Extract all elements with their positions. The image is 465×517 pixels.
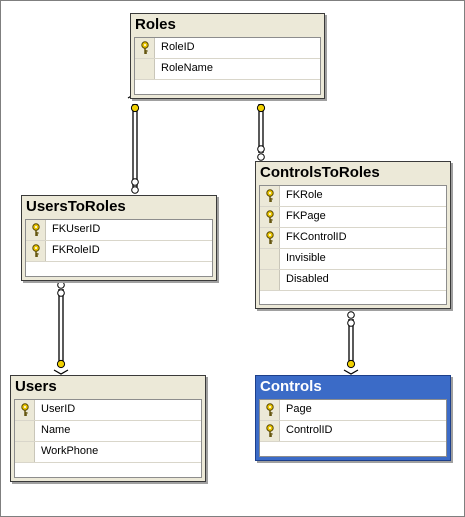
primary-key-icon bbox=[260, 421, 280, 441]
column-name: Name bbox=[41, 424, 71, 436]
column-row-empty[interactable] bbox=[260, 442, 446, 456]
column-row-empty[interactable] bbox=[260, 291, 446, 304]
column-list: UserID Name WorkPhone bbox=[14, 399, 202, 478]
column-list: FKUserID FKRoleID bbox=[25, 219, 213, 277]
column-name-empty bbox=[154, 80, 160, 94]
column-row[interactable]: WorkPhone bbox=[15, 442, 201, 463]
relationship-roles-controlstoroles[interactable] bbox=[253, 93, 269, 161]
column-name: FKRoleID bbox=[52, 244, 100, 256]
primary-key-icon bbox=[135, 38, 155, 58]
column-row-empty[interactable] bbox=[26, 262, 212, 276]
column-row[interactable]: FKUserID bbox=[26, 220, 212, 241]
column-name: UserID bbox=[41, 403, 76, 415]
primary-key-icon bbox=[15, 400, 35, 420]
column-name: FKUserID bbox=[52, 223, 101, 235]
column-name: FKRole bbox=[286, 189, 323, 201]
column-list: FKRole FKPage FKControlID Invisible Disa… bbox=[259, 185, 447, 305]
table-controls[interactable]: Controls Page ControlID bbox=[255, 375, 451, 461]
relationship-roles-userstoroles[interactable] bbox=[127, 93, 143, 194]
primary-key-icon bbox=[26, 220, 46, 240]
primary-key-icon bbox=[260, 186, 280, 206]
table-title[interactable]: UsersToRoles bbox=[26, 198, 126, 215]
column-row[interactable]: Name bbox=[15, 421, 201, 442]
table-title[interactable]: ControlsToRoles bbox=[260, 164, 380, 181]
row-selector bbox=[15, 442, 35, 462]
column-row[interactable]: FKRoleID bbox=[26, 241, 212, 262]
row-selector bbox=[260, 442, 279, 456]
row-selector bbox=[15, 463, 34, 477]
primary-key-icon bbox=[260, 207, 280, 227]
column-name: Disabled bbox=[286, 273, 329, 285]
row-selector bbox=[260, 270, 280, 290]
relationship-controlstoroles-controls[interactable] bbox=[343, 311, 359, 375]
row-selector bbox=[260, 291, 279, 304]
column-row[interactable]: Page bbox=[260, 400, 446, 421]
column-row[interactable]: UserID bbox=[15, 400, 201, 421]
primary-key-icon bbox=[260, 400, 280, 420]
column-name-empty bbox=[279, 291, 285, 304]
table-controlstoroles[interactable]: ControlsToRoles FKRole FKPage FKControlI… bbox=[255, 161, 451, 309]
row-selector bbox=[260, 249, 280, 269]
column-name-empty bbox=[34, 463, 40, 477]
table-userstoroles[interactable]: UsersToRoles FKUserID FKRoleID bbox=[21, 195, 217, 281]
table-users[interactable]: Users UserID Name WorkPhone bbox=[10, 375, 206, 482]
column-name: RoleName bbox=[161, 62, 213, 74]
column-name: RoleID bbox=[161, 41, 195, 53]
table-roles[interactable]: Roles RoleID RoleName bbox=[130, 13, 325, 99]
row-selector bbox=[26, 262, 45, 276]
column-row[interactable]: FKPage bbox=[260, 207, 446, 228]
column-name: FKControlID bbox=[286, 231, 347, 243]
column-list: RoleID RoleName bbox=[134, 37, 321, 95]
relationship-userstoroles-users[interactable] bbox=[53, 281, 69, 375]
column-name: WorkPhone bbox=[41, 445, 99, 457]
column-row[interactable]: FKRole bbox=[260, 186, 446, 207]
column-row[interactable]: Invisible bbox=[260, 249, 446, 270]
row-selector bbox=[135, 59, 155, 79]
column-name-empty bbox=[279, 442, 285, 456]
column-name: ControlID bbox=[286, 424, 333, 436]
column-row-empty[interactable] bbox=[135, 80, 320, 94]
column-row[interactable]: FKControlID bbox=[260, 228, 446, 249]
row-selector bbox=[135, 80, 154, 94]
primary-key-icon bbox=[260, 228, 280, 248]
column-name: Page bbox=[286, 403, 312, 415]
table-title[interactable]: Roles bbox=[135, 16, 176, 33]
table-title[interactable]: Users bbox=[15, 378, 57, 395]
column-row[interactable]: RoleName bbox=[135, 59, 320, 80]
column-list: Page ControlID bbox=[259, 399, 447, 457]
column-row[interactable]: RoleID bbox=[135, 38, 320, 59]
column-name: Invisible bbox=[286, 252, 326, 264]
column-row[interactable]: Disabled bbox=[260, 270, 446, 291]
column-name-empty bbox=[45, 262, 51, 276]
row-selector bbox=[15, 421, 35, 441]
column-name: FKPage bbox=[286, 210, 326, 222]
column-row-empty[interactable] bbox=[15, 463, 201, 477]
column-row[interactable]: ControlID bbox=[260, 421, 446, 442]
primary-key-icon bbox=[26, 241, 46, 261]
table-title[interactable]: Controls bbox=[260, 378, 322, 395]
